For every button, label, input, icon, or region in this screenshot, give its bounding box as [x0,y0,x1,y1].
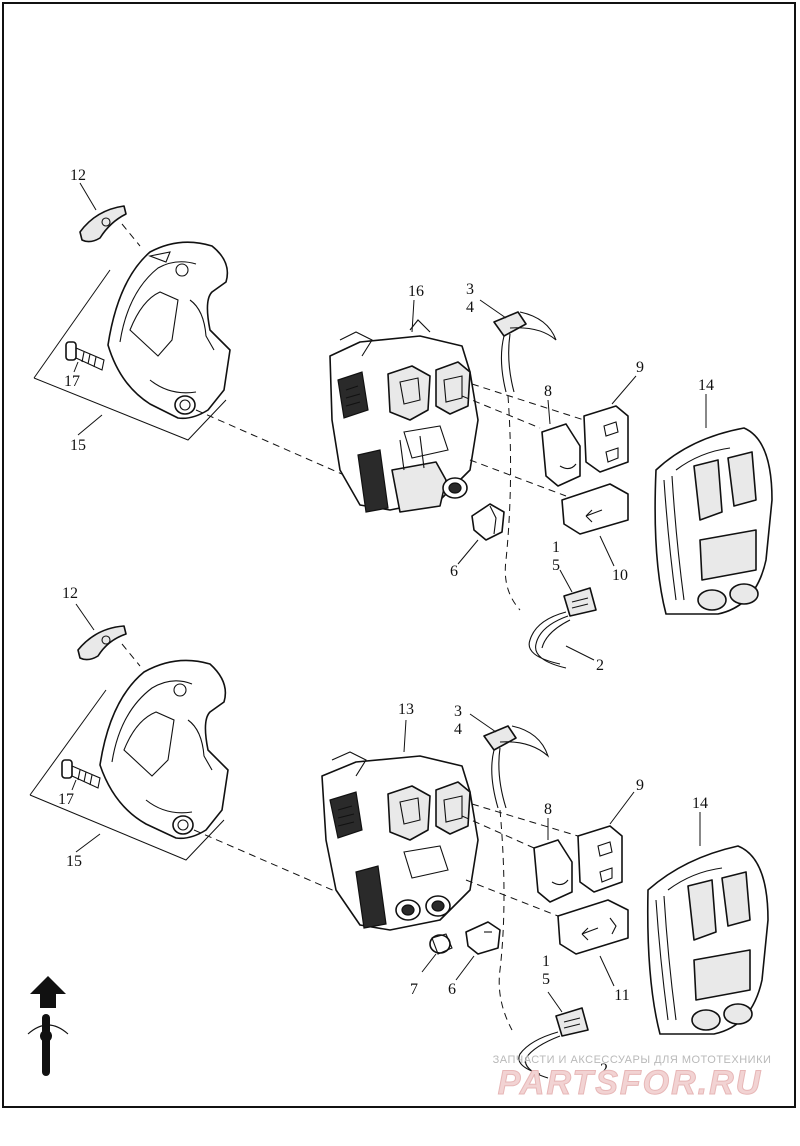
callout-label: 9 [636,777,644,794]
button-cap-part-7 [429,933,453,955]
switch-cap-part-11 [557,899,629,955]
callout-label: 12 [62,585,78,602]
callout-label: 14 [692,795,708,812]
switch-housing-cover-part-14-lower [646,845,769,1035]
callout-label: 6 [450,563,458,580]
switch-body-part-16 [329,319,479,513]
connector-part-3-4 [493,311,557,393]
callout-label: 8 [544,383,552,400]
switch-cap-part-9 [583,405,629,473]
callout-label: 15 [66,853,82,870]
callout-label: 4 [454,721,462,738]
lower-assembly [29,603,769,1079]
callout-label: 10 [612,567,628,584]
callout-label: 7 [410,981,418,998]
callout-label: 16 [408,283,424,300]
button-cap-part-6-lower [465,921,501,955]
wire-harness-part-2-lower [518,1031,561,1079]
connector-part-3-4-lower [483,725,550,809]
switch-cap-part-12 [79,205,127,243]
switch-cap-part-9-lower [577,825,623,893]
callout-label: 13 [398,701,414,718]
callout-label: 12 [70,167,86,184]
upper-assembly [33,182,773,669]
switch-body-part-13 [321,751,479,931]
callout-label: 17 [58,791,74,808]
front-arrow-motorcycle-icon [27,976,69,1076]
connector-part-1-5 [563,587,597,617]
callout-labels: 12 16 3 4 9 8 14 17 15 6 1 5 10 2 12 13 … [58,167,714,1078]
callout-label: 9 [636,359,644,376]
switch-cap-part-10 [561,483,629,535]
callout-label: 3 [454,703,462,720]
callout-label: 6 [448,981,456,998]
connector-part-1-5-lower [555,1007,589,1037]
lower-housing-part-15-lower [99,659,229,840]
callout-label: 2 [596,657,604,674]
watermark: ЗАПЧАСТИ И АКСЕССУАРЫ ДЛЯ МОТОТЕХНИКИ PA… [493,1054,772,1103]
callout-label: 2 [600,1061,608,1078]
watermark-brand: PARTSFOR.RU [498,1064,762,1102]
callout-label: 1 [552,539,560,556]
callout-label: 17 [64,373,80,390]
callout-label: 8 [544,801,552,818]
lower-housing-part-15 [107,241,231,420]
screw-part-17-lower [61,759,101,789]
callout-label: 4 [466,299,474,316]
watermark-tagline: ЗАПЧАСТИ И АКСЕССУАРЫ ДЛЯ МОТОТЕХНИКИ [493,1054,772,1066]
button-cap-part-6 [471,503,505,541]
switch-cap-part-8-lower [533,839,573,903]
switch-housing-cover-part-14 [654,427,773,615]
switch-cap-part-8 [541,423,581,487]
screw-part-17 [65,341,105,371]
callout-label: 3 [466,281,474,298]
wire-harness-part-2 [528,611,571,669]
callout-label: 15 [70,437,86,454]
callout-label: 5 [542,971,550,988]
diagram-frame [2,2,796,1108]
callout-label: 14 [698,377,714,394]
callout-label: 1 [542,953,550,970]
callout-label: 5 [552,557,560,574]
switch-cap-part-12-lower [77,625,127,661]
callout-label: 11 [614,987,629,1004]
